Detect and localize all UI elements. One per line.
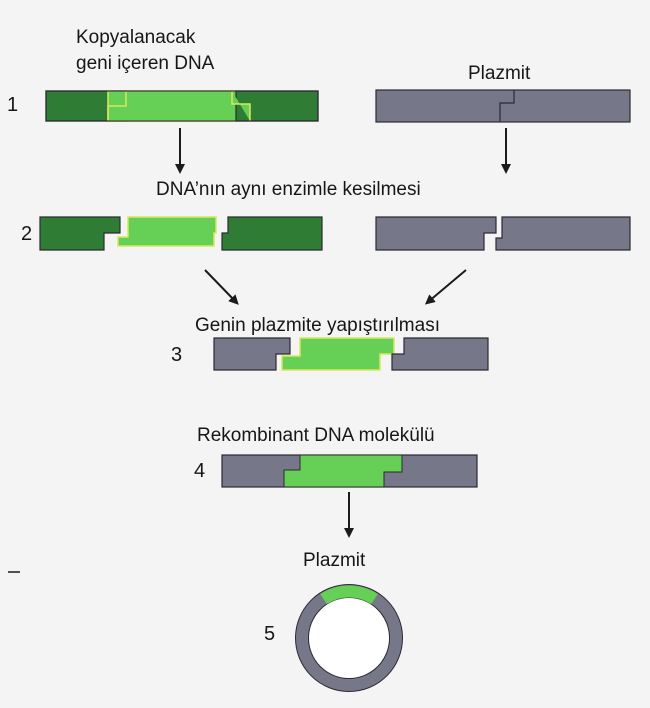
gene-right-sticky-end <box>231 91 251 121</box>
dna-left-fragment <box>39 216 121 251</box>
gene-fragment <box>117 216 217 247</box>
step2-caption: DNA’nın aynı enzimle kesilmesi <box>156 179 421 200</box>
gene-left-sticky-end <box>107 91 127 121</box>
plasmid-right-part <box>391 337 489 371</box>
step1-plasmid-strip <box>375 89 631 123</box>
step5-caption: Plazmit <box>303 550 366 571</box>
arrow-plasmid-to-step3 <box>424 269 467 305</box>
step-number-5: 5 <box>264 623 276 645</box>
step-number-1: 1 <box>7 94 19 116</box>
step5-plasmid-ring <box>295 584 403 692</box>
arrow-gene-to-step3 <box>204 269 239 305</box>
step2-dna-pieces <box>39 216 323 251</box>
inserted-gene <box>281 337 395 371</box>
dna-title-line1: Kopyalanacak <box>76 27 196 48</box>
step2-plasmid-pieces <box>375 216 631 251</box>
ring-gene-insert <box>320 585 378 605</box>
plasmid-right-fragment <box>495 216 631 251</box>
dna-title-line2: geni içeren DNA <box>76 53 215 74</box>
plasmid-left-part <box>213 337 291 371</box>
plasmid-title: Plazmit <box>468 63 531 84</box>
recombinant-gene-region <box>283 454 403 488</box>
plasmid-cut-site <box>499 90 515 122</box>
step-number-4: 4 <box>194 460 206 482</box>
step3-insertion <box>213 337 489 371</box>
gene-segment <box>107 90 241 122</box>
step4-caption: Rekombinant DNA molekülü <box>197 425 435 446</box>
dna-right-fragment <box>221 216 323 251</box>
step4-recombinant-strip <box>221 454 478 488</box>
step3-caption: Genin plazmite yapıştırılması <box>195 315 440 336</box>
step-number-2: 2 <box>21 223 33 245</box>
step1-dna-strip <box>45 90 319 122</box>
step-number-3: 3 <box>171 344 183 366</box>
plasmid-left-fragment <box>375 216 497 251</box>
